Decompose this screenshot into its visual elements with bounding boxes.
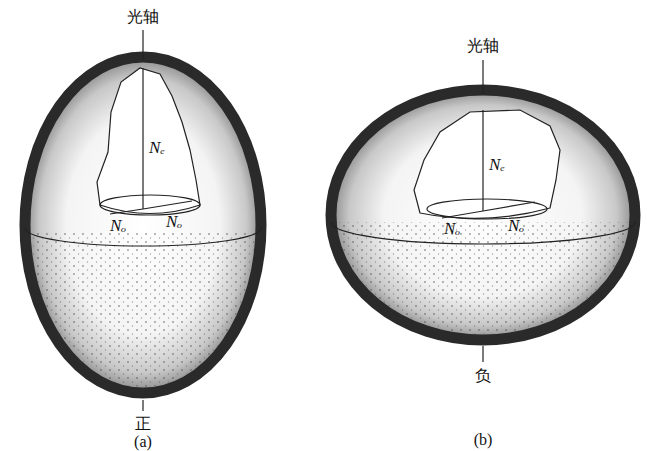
ordinary-index-label: Nₒ [508,217,524,236]
sign-label: 负 [475,367,491,385]
negative-ellipsoid [331,60,635,362]
extraordinary-index-label: Nₑ [489,156,505,175]
subfigure-label: (a) [134,433,152,451]
sign-label: 正 [135,415,151,433]
subfigure-label: (b) [474,431,493,449]
axis-label: 光轴 [127,8,159,26]
extraordinary-index-label: Nₑ [149,139,165,158]
ordinary-index-label: Nₒ [166,213,182,232]
ordinary-index-label: Nₒ [444,220,460,239]
axis-label: 光轴 [467,37,499,55]
positive-ellipsoid [25,30,261,411]
ordinary-index-label: Nₒ [110,217,126,236]
